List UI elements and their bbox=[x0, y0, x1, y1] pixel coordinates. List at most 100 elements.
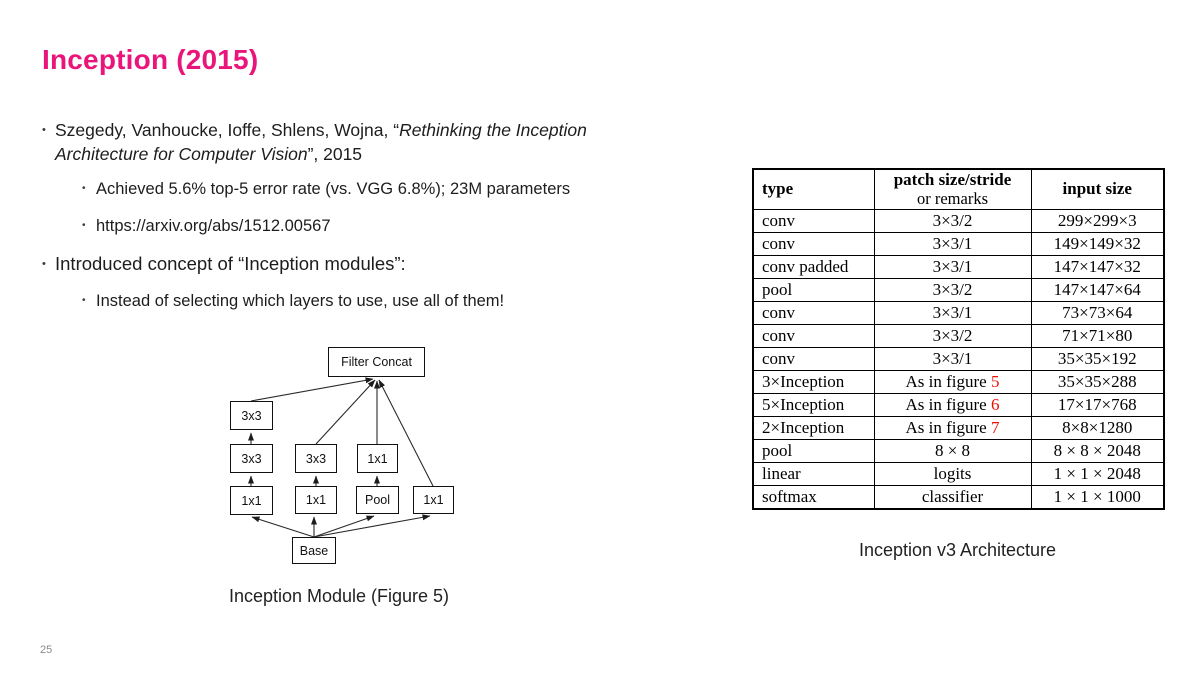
cell-patch: 3×3/1 bbox=[873, 346, 1032, 371]
patch-text: As in figure bbox=[905, 417, 991, 437]
col-header-type: type bbox=[752, 168, 875, 210]
architecture-table-header: type patch size/stride or remarks input … bbox=[752, 168, 1165, 210]
patch-text: As in figure bbox=[905, 371, 991, 391]
inception-module-diagram: Filter Concat 3x3 3x3 3x3 1x1 1x1 1x1 Po… bbox=[210, 345, 460, 570]
citation-text: Szegedy, Vanhoucke, Ioffe, Shlens, Wojna… bbox=[55, 118, 667, 166]
arrow-line bbox=[313, 515, 375, 538]
col-header-patch-line1: patch size/stride bbox=[893, 170, 1012, 190]
arrow-line bbox=[313, 514, 431, 538]
error-rate-text: Achieved 5.6% top-5 error rate (vs. VGG … bbox=[96, 180, 571, 198]
cell-type: 2×Inception bbox=[752, 415, 875, 440]
table-caption: Inception v3 Architecture bbox=[858, 540, 1057, 560]
cell-patch: 8 × 8 bbox=[873, 438, 1032, 463]
bullet-citation: • Szegedy, Vanhoucke, Ioffe, Shlens, Woj… bbox=[42, 118, 732, 166]
node-filter-concat: Filter Concat bbox=[328, 347, 425, 377]
citation-authors: Szegedy, Vanhoucke, Ioffe, Shlens, Wojna… bbox=[55, 120, 400, 140]
cell-type: linear bbox=[752, 461, 875, 486]
node-conv3-top: 3x3 bbox=[230, 401, 273, 430]
cell-patch: 3×3/1 bbox=[873, 254, 1032, 279]
cell-type: conv bbox=[752, 323, 875, 348]
diagram-caption: Inception Module (Figure 5) bbox=[228, 586, 450, 606]
bullet-use-all-layers: • Instead of selecting which layers to u… bbox=[82, 290, 732, 312]
cell-input-size: 1 × 1 × 2048 bbox=[1030, 461, 1165, 486]
cell-input-size: 147×147×32 bbox=[1030, 254, 1165, 279]
cell-input-size: 17×17×768 bbox=[1030, 392, 1165, 417]
bullet-icon: • bbox=[82, 295, 86, 306]
cell-input-size: 149×149×32 bbox=[1030, 231, 1165, 256]
cell-input-size: 71×71×80 bbox=[1030, 323, 1165, 348]
cell-input-size: 8×8×1280 bbox=[1030, 415, 1165, 440]
cell-input-size: 299×299×3 bbox=[1030, 208, 1165, 233]
figure-number-red: 6 bbox=[990, 394, 1000, 414]
arrow-line bbox=[378, 379, 434, 487]
cell-type: 5×Inception bbox=[752, 392, 875, 417]
node-conv1-bottom-left: 1x1 bbox=[230, 486, 273, 515]
cell-input-size: 35×35×192 bbox=[1030, 346, 1165, 371]
page-title: Inception (2015) bbox=[42, 44, 259, 75]
use-all-layers-text: Instead of selecting which layers to use… bbox=[96, 292, 505, 310]
arxiv-url-text: https://arxiv.org/abs/1512.00567 bbox=[96, 217, 331, 235]
node-conv1-bottom-center: 1x1 bbox=[295, 486, 337, 514]
page-number: 25 bbox=[40, 644, 53, 656]
cell-patch: As in figure 6 bbox=[873, 392, 1032, 417]
architecture-table: type patch size/stride or remarks input … bbox=[752, 168, 1165, 510]
arrow-line bbox=[251, 516, 315, 538]
citation-paper-title: Rethinking the Inception Architecture fo… bbox=[55, 120, 587, 164]
cell-input-size: 147×147×64 bbox=[1030, 277, 1165, 302]
bullet-error-rate: • Achieved 5.6% top-5 error rate (vs. VG… bbox=[82, 178, 732, 200]
cell-patch: logits bbox=[873, 461, 1032, 486]
cell-patch: 3×3/2 bbox=[873, 323, 1032, 348]
figure-number-red: 7 bbox=[990, 417, 1000, 437]
bullet-icon: • bbox=[82, 183, 86, 194]
cell-input-size: 8 × 8 × 2048 bbox=[1030, 438, 1165, 463]
cell-type: pool bbox=[752, 438, 875, 463]
col-header-patch-line2: or remarks bbox=[916, 189, 988, 209]
arrow-line bbox=[250, 377, 374, 402]
bullet-inception-modules: • Introduced concept of “Inception modul… bbox=[42, 251, 732, 277]
cell-type: conv bbox=[752, 346, 875, 371]
cell-type: softmax bbox=[752, 484, 875, 509]
cell-input-size: 1 × 1 × 1000 bbox=[1030, 484, 1165, 509]
node-conv1-mid-right: 1x1 bbox=[357, 444, 398, 473]
cell-patch: As in figure 7 bbox=[873, 415, 1032, 440]
diagram-arrows bbox=[248, 377, 434, 538]
col-header-patch: patch size/stride or remarks bbox=[873, 168, 1032, 210]
cell-type: conv bbox=[752, 231, 875, 256]
bullet-icon: • bbox=[42, 124, 46, 136]
cell-input-size: 35×35×288 bbox=[1030, 369, 1165, 394]
cell-input-size: 73×73×64 bbox=[1030, 300, 1165, 325]
figure-number-red: 5 bbox=[990, 371, 1000, 391]
node-base: Base bbox=[292, 537, 336, 564]
cell-type: conv bbox=[752, 300, 875, 325]
cell-type: pool bbox=[752, 277, 875, 302]
header-row: type patch size/stride or remarks input … bbox=[752, 168, 1165, 210]
node-conv3-mid-left: 3x3 bbox=[230, 444, 273, 473]
inception-modules-text: Introduced concept of “Inception modules… bbox=[55, 253, 406, 274]
bullet-arxiv-link: • https://arxiv.org/abs/1512.00567 bbox=[82, 215, 732, 237]
cell-type: conv padded bbox=[752, 254, 875, 279]
citation-year: ”, 2015 bbox=[307, 144, 363, 164]
node-conv3-mid-center: 3x3 bbox=[295, 444, 337, 473]
cell-patch: 3×3/2 bbox=[873, 208, 1032, 233]
cell-patch: 3×3/1 bbox=[873, 231, 1032, 256]
cell-patch: 3×3/2 bbox=[873, 277, 1032, 302]
cell-patch: As in figure 5 bbox=[873, 369, 1032, 394]
node-pool: Pool bbox=[356, 486, 399, 514]
bullet-icon: • bbox=[42, 258, 46, 270]
cell-type: conv bbox=[752, 208, 875, 233]
col-header-input: input size bbox=[1030, 168, 1165, 210]
cell-patch: 3×3/1 bbox=[873, 300, 1032, 325]
